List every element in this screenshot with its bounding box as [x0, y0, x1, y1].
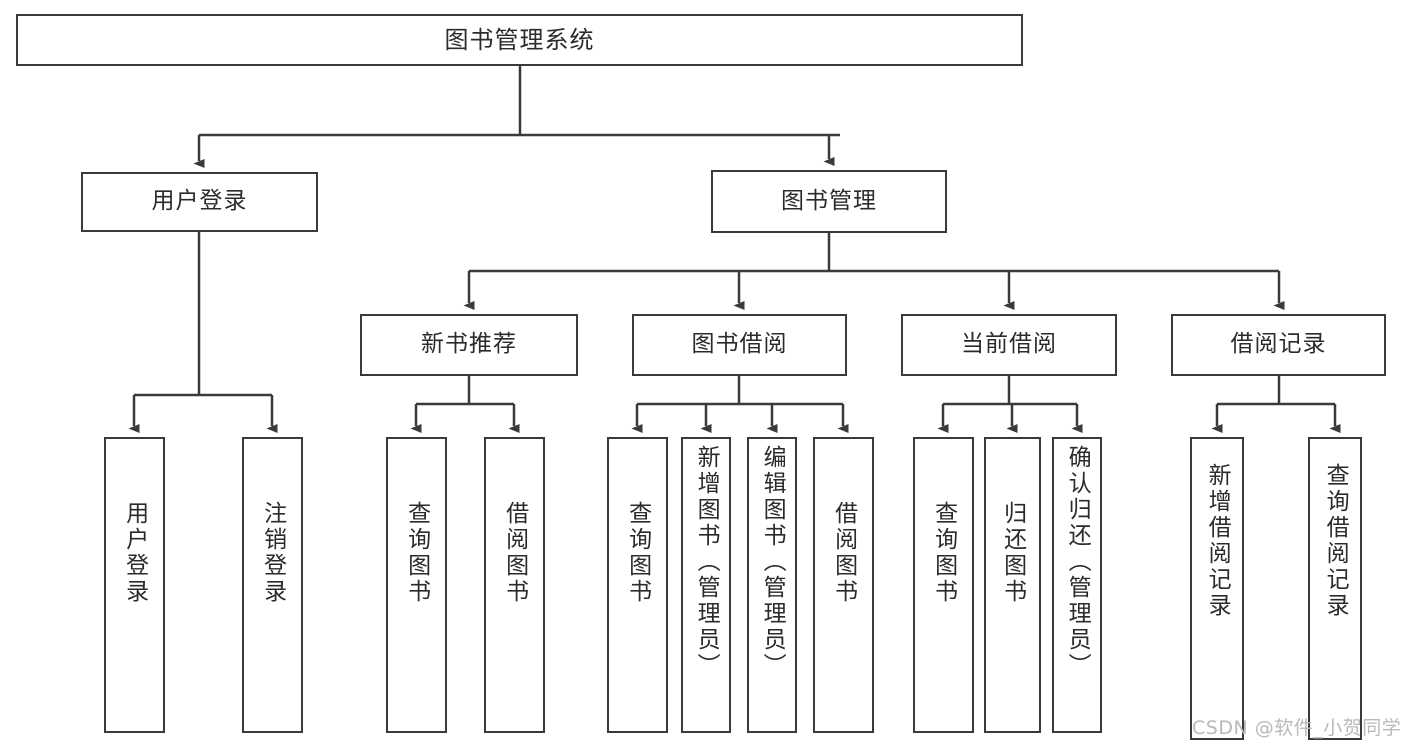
node-book-borrow[interactable]: 图书借阅	[632, 314, 847, 376]
node-leaf-query-borrow-record[interactable]: 查询借阅记录	[1308, 437, 1362, 740]
node-leaf-add-borrow-record[interactable]: 新增借阅记录	[1190, 437, 1244, 740]
node-book-manage[interactable]: 图书管理	[711, 170, 947, 233]
node-new-book-recommend-label: 新书推荐	[421, 331, 517, 358]
node-user-login[interactable]: 用户登录	[81, 172, 318, 232]
node-current-borrow[interactable]: 当前借阅	[901, 314, 1117, 376]
node-leaf-add-book-label: 新增图书（管理员）	[693, 445, 720, 679]
node-leaf-borrow-book-1[interactable]: 借阅图书	[484, 437, 545, 733]
node-leaf-user-login-label: 用户登录	[121, 501, 148, 605]
node-borrow-record-label: 借阅记录	[1230, 331, 1327, 358]
node-leaf-query-book-2[interactable]: 查询图书	[607, 437, 668, 733]
node-root-label: 图书管理系统	[444, 25, 595, 54]
node-book-borrow-label: 图书借阅	[691, 331, 788, 358]
node-leaf-query-book-1[interactable]: 查询图书	[386, 437, 447, 733]
node-leaf-query-book-1-label: 查询图书	[403, 501, 430, 605]
node-leaf-borrow-book-2-label: 借阅图书	[830, 501, 857, 605]
node-leaf-query-borrow-record-label: 查询借阅记录	[1322, 463, 1349, 619]
node-borrow-record[interactable]: 借阅记录	[1171, 314, 1386, 376]
node-new-book-recommend[interactable]: 新书推荐	[360, 314, 578, 376]
csdn-watermark: CSDN @软件_小贺同学	[1192, 717, 1402, 739]
node-leaf-confirm-return-label: 确认归还（管理员）	[1064, 445, 1091, 679]
node-leaf-edit-book[interactable]: 编辑图书（管理员）	[747, 437, 797, 733]
node-leaf-user-logout[interactable]: 注销登录	[242, 437, 303, 733]
node-leaf-query-book-3[interactable]: 查询图书	[913, 437, 974, 733]
node-leaf-query-book-2-label: 查询图书	[624, 501, 651, 605]
node-user-login-label: 用户登录	[151, 188, 248, 215]
node-leaf-query-book-3-label: 查询图书	[930, 501, 957, 605]
node-book-manage-label: 图书管理	[781, 187, 877, 214]
node-leaf-borrow-book-1-label: 借阅图书	[501, 501, 528, 605]
node-current-borrow-label: 当前借阅	[961, 331, 1057, 358]
node-leaf-edit-book-label: 编辑图书（管理员）	[759, 445, 786, 679]
node-leaf-confirm-return[interactable]: 确认归还（管理员）	[1052, 437, 1102, 733]
node-leaf-return-book[interactable]: 归还图书	[984, 437, 1041, 733]
node-root[interactable]: 图书管理系统	[16, 14, 1023, 66]
node-leaf-borrow-book-2[interactable]: 借阅图书	[813, 437, 874, 733]
node-leaf-user-login[interactable]: 用户登录	[104, 437, 165, 733]
node-leaf-add-book[interactable]: 新增图书（管理员）	[681, 437, 731, 733]
node-leaf-add-borrow-record-label: 新增借阅记录	[1204, 463, 1231, 619]
node-leaf-return-book-label: 归还图书	[999, 501, 1026, 605]
node-leaf-user-logout-label: 注销登录	[259, 501, 286, 605]
